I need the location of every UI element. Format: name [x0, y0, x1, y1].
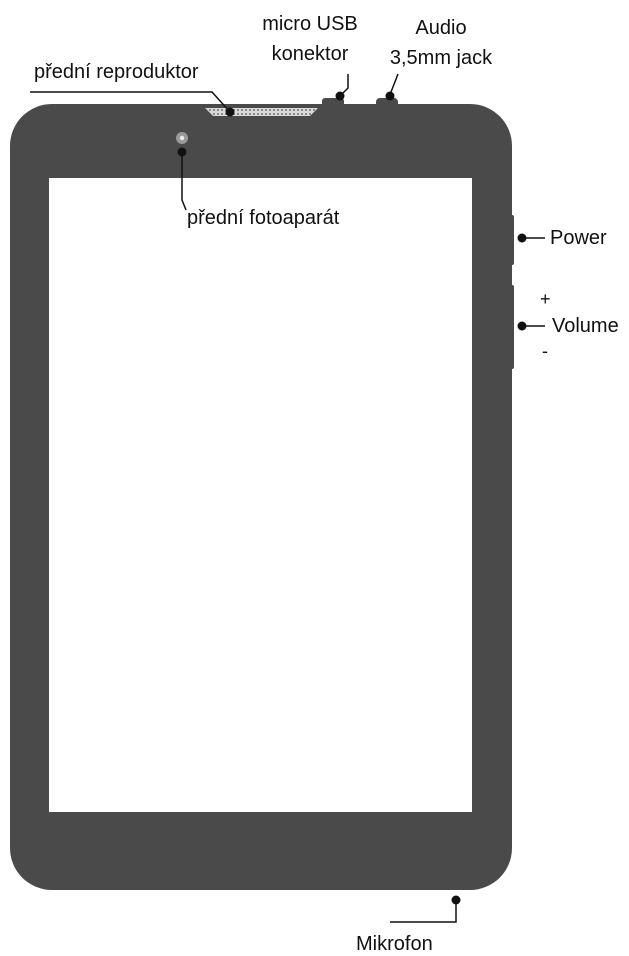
- volume-callout-dot: [517, 321, 527, 331]
- front-camera-label: přední fotoaparát: [187, 207, 340, 229]
- volume-plus-label: +: [540, 289, 551, 309]
- front-speaker-callout-dot: [225, 107, 235, 117]
- front-speaker-label: přední reproduktor: [34, 61, 199, 83]
- volume-label: Volume: [552, 315, 619, 337]
- micro-usb-label-line2: konektor: [271, 43, 349, 65]
- power-callout-dot: [517, 233, 527, 243]
- front-camera-lens-center: [179, 135, 185, 141]
- audio-label-line2: 3,5mm jack: [389, 47, 493, 69]
- front-camera-callout-line: [181, 152, 187, 211]
- micro-usb-callout-dot: [335, 91, 345, 101]
- audio-label-line1: Audio: [415, 17, 467, 39]
- microphone-callout-dot: [451, 895, 461, 905]
- audio-jack-callout-line: [390, 73, 399, 93]
- microphone-label: Mikrofon: [356, 933, 433, 955]
- power-label: Power: [550, 227, 607, 249]
- tablet-screen: [49, 178, 472, 812]
- microphone-callout-line: [390, 900, 457, 923]
- front-speaker-grille: [205, 108, 318, 116]
- audio-jack-callout-dot: [385, 91, 395, 101]
- micro-usb-label-line1: micro USB: [262, 13, 358, 35]
- front-camera-callout-dot: [177, 147, 187, 157]
- front-speaker-callout-line: [30, 91, 231, 113]
- volume-minus-label: -: [542, 341, 548, 361]
